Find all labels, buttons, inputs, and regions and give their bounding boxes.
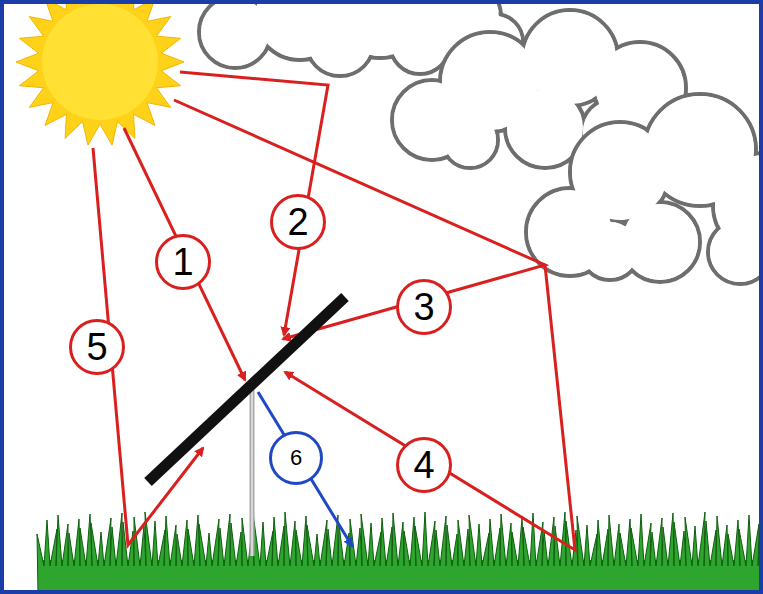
callout-number: 2: [287, 203, 308, 241]
clouds: [199, 0, 763, 284]
sun-core: [42, 4, 158, 120]
direct-beam: [124, 128, 245, 380]
callout-circle: 4: [396, 437, 452, 493]
callout-circle: 2: [270, 194, 326, 250]
callout-number: 4: [413, 446, 434, 484]
cloud: [526, 94, 763, 284]
panel-pole: [250, 385, 255, 556]
cloud-lobe-outline: [708, 220, 763, 284]
callout-number: 5: [86, 328, 107, 366]
sun: [16, 0, 184, 145]
callout-circle: 6: [269, 431, 323, 485]
cloud-lobe-fill: [444, 114, 496, 166]
cloud-lobe-fill: [308, 10, 372, 74]
cloud-lobe-fill: [392, 16, 448, 72]
callout-circle: 1: [155, 234, 211, 290]
callout-number: 3: [413, 288, 434, 326]
callout-number: 6: [290, 447, 302, 469]
cloud-lobe-fill: [582, 222, 638, 278]
callout-number: 1: [172, 243, 193, 281]
panel-pole-shine: [251, 385, 253, 556]
cloud-reflected-beam: [174, 100, 545, 339]
emitted-beam: [258, 392, 352, 546]
callout-circle: 3: [396, 279, 452, 335]
cloud-lobe-fill: [710, 222, 763, 282]
callout-circle: 5: [69, 319, 125, 375]
light-paths: [93, 72, 575, 550]
